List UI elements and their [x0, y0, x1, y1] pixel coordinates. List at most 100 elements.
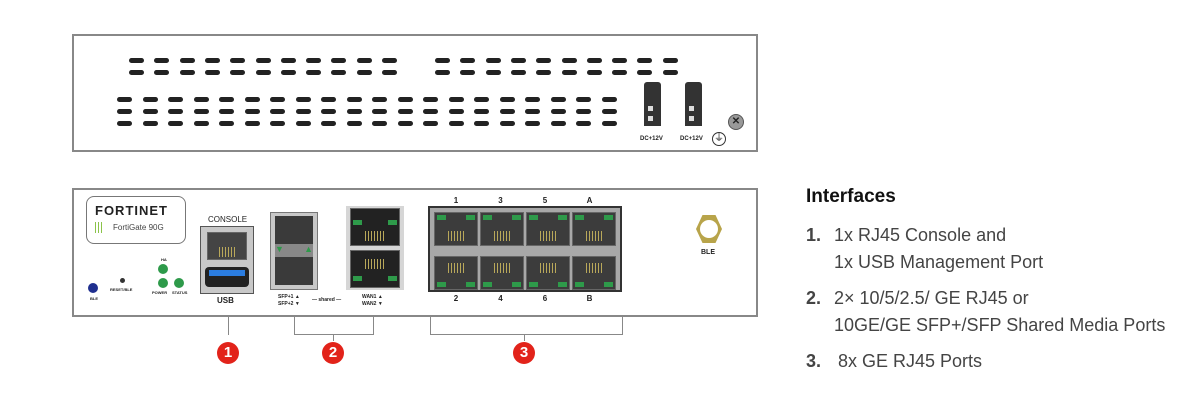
vent-slot: [142, 97, 158, 102]
callout-3: 3: [513, 342, 535, 364]
ge-port[interactable]: [572, 256, 616, 290]
vent-slot: [499, 109, 515, 114]
sfp1-label: SFP+1 ▲: [278, 294, 300, 300]
vent-slot: [637, 70, 653, 75]
dc-label-1: DC+12V: [640, 136, 663, 142]
callout-3-bracket: [430, 317, 623, 335]
vent-slot: [331, 70, 347, 75]
brand-badge: FORTINET FortiGate 90G: [86, 196, 186, 244]
vent-slot: [460, 70, 476, 75]
vent-slot: [550, 109, 566, 114]
vent-slot: [397, 97, 413, 102]
vent-slot: [219, 121, 234, 126]
vent-slot: [382, 70, 397, 75]
vent-slot: [550, 121, 566, 126]
vent-slot: [372, 121, 387, 126]
shared-label: — shared —: [312, 297, 342, 303]
vent-slot: [295, 121, 311, 126]
wan1-port[interactable]: [350, 208, 400, 246]
wan1-label: WAN1 ▲: [362, 294, 383, 300]
vent-slot: [321, 121, 336, 126]
ge-port[interactable]: [572, 212, 616, 246]
back-panel: DC+12V DC+12V ⏚ ✕: [72, 34, 758, 152]
vent-slot: [485, 70, 501, 75]
vent-slot: [204, 70, 220, 75]
vent-slot: [356, 58, 372, 63]
vent-slot: [397, 121, 413, 126]
vent-slot: [193, 109, 209, 114]
vent-slot: [117, 109, 132, 114]
vent-slot: [244, 109, 260, 114]
item-line: 10GE/GE SFP+/SFP Shared Media Ports: [834, 315, 1166, 335]
usb-port[interactable]: [205, 267, 249, 287]
vent-slot: [525, 121, 540, 126]
vent-slot: [448, 121, 464, 126]
ge-port[interactable]: [434, 212, 478, 246]
vent-slot: [601, 121, 617, 126]
console-port[interactable]: [207, 232, 247, 260]
vent-slot: [576, 97, 591, 102]
dc-label-2: DC+12V: [680, 136, 703, 142]
vent-slot: [129, 58, 144, 63]
callout-1-stem: [228, 317, 229, 335]
vent-slot: [510, 58, 526, 63]
vent-slot: [244, 121, 260, 126]
port-number-label: A: [586, 196, 593, 205]
vent-slot: [474, 121, 489, 126]
wan2-port[interactable]: [350, 250, 400, 288]
model-name: FortiGate 90G: [113, 223, 164, 232]
usb-label: USB: [217, 296, 234, 305]
console-usb-frame: [200, 226, 254, 294]
vent-slot: [270, 109, 285, 114]
callout-1: 1: [217, 342, 239, 364]
vent-slot: [270, 121, 285, 126]
callout-2-stem: [333, 335, 334, 341]
vent-slot: [295, 97, 311, 102]
vent-slot: [525, 97, 540, 102]
sfp-port-2[interactable]: [275, 257, 313, 285]
ge-port[interactable]: [526, 212, 570, 246]
vent-slot: [168, 109, 183, 114]
ge-port[interactable]: [480, 256, 524, 290]
vent-slot: [230, 70, 246, 75]
item-line: 8x GE RJ45 Ports: [838, 351, 983, 371]
vent-slot: [448, 97, 464, 102]
vent-slot: [179, 70, 195, 75]
vent-slot: [474, 109, 489, 114]
vent-slot: [193, 121, 209, 126]
arrow-down-icon: ▼: [275, 244, 284, 254]
vent-slot: [129, 70, 144, 75]
sfp-port-1[interactable]: [275, 216, 313, 244]
vent-slot: [499, 121, 515, 126]
vent-slot: [662, 70, 678, 75]
vent-slot: [270, 97, 285, 102]
vent-slot: [142, 121, 158, 126]
shared-text: shared: [318, 297, 335, 303]
vent-slot: [448, 109, 464, 114]
callout-2: 2: [322, 342, 344, 364]
item-line: 1x USB Management Port: [834, 252, 1044, 272]
ground-icon: ⏚: [712, 132, 726, 146]
arrow-up-icon: ▲: [304, 244, 313, 254]
vent-slot: [321, 97, 336, 102]
ge-port-block: [428, 206, 622, 292]
port-number-label: B: [586, 294, 593, 303]
front-panel: FORTINET FortiGate 90G BLE RESET/BLE HA …: [72, 188, 758, 317]
vent-slot: [142, 109, 158, 114]
ge-port[interactable]: [526, 256, 570, 290]
vent-slot: [474, 97, 489, 102]
reset-label: RESET/BLE: [110, 287, 133, 292]
ge-port[interactable]: [480, 212, 524, 246]
vent-slot: [525, 109, 540, 114]
vent-slot: [346, 97, 362, 102]
callout-3-stem: [524, 335, 525, 341]
vent-slot: [612, 58, 628, 63]
vent-slot: [154, 70, 170, 75]
reset-button[interactable]: [120, 278, 125, 283]
vent-slot: [346, 121, 362, 126]
vent-slot: [244, 97, 260, 102]
port-number-label: 1: [453, 196, 459, 205]
console-label: CONSOLE: [208, 215, 248, 224]
vent-slot: [550, 97, 566, 102]
ge-port[interactable]: [434, 256, 478, 290]
